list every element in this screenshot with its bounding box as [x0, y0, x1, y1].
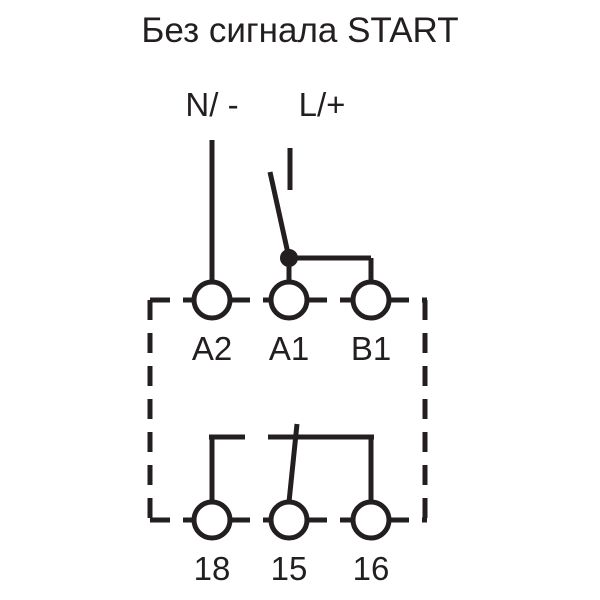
terminal-label-16: 16 [353, 550, 390, 587]
terminal-label-a2: A2 [192, 330, 232, 367]
rail-label-line: L/+ [299, 86, 346, 123]
start-contact-blade-icon [267, 171, 292, 259]
terminal-label-b1: B1 [351, 330, 391, 367]
relay-contact-blade-icon [286, 423, 300, 503]
terminal-15[interactable] [268, 499, 310, 541]
rail-label-neutral: N/ - [185, 86, 238, 123]
relay-body-outline [147, 297, 428, 523]
terminal-18[interactable] [191, 499, 233, 541]
terminal-label-18: 18 [194, 550, 231, 587]
terminal-16[interactable] [350, 499, 392, 541]
diagram-title: Без сигнала START [141, 11, 458, 50]
terminal-a1[interactable] [268, 279, 310, 321]
terminal-a2[interactable] [191, 279, 233, 321]
terminal-label-a1: A1 [269, 330, 309, 367]
terminal-label-15: 15 [271, 550, 308, 587]
terminal-b1[interactable] [350, 279, 392, 321]
